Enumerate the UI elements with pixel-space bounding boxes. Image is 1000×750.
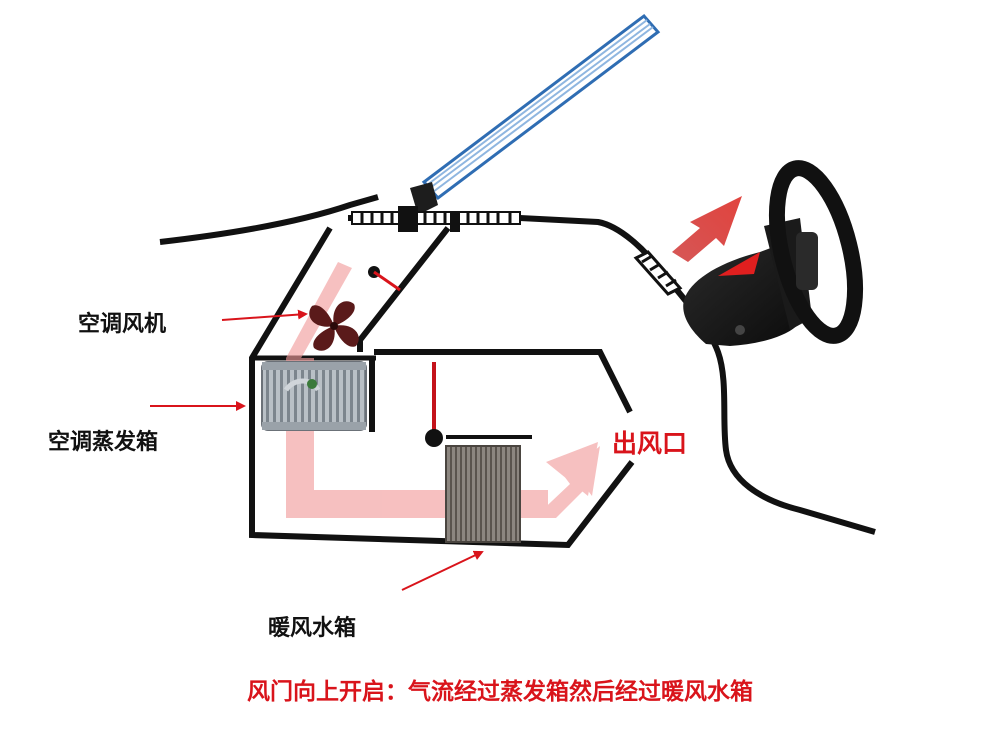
evaporator-label: 空调蒸发箱 [48, 430, 159, 455]
steering-column [683, 160, 864, 346]
outlet-label: 出风口 [612, 429, 688, 458]
dash-vent-grille [633, 250, 683, 296]
blower-fan-icon [309, 301, 359, 351]
hood-line [159, 194, 379, 245]
dashboard-outline [348, 215, 876, 535]
heater-core [445, 445, 521, 543]
hvac-inner-wall [374, 349, 633, 414]
blower-label: 空调风机 [78, 312, 167, 337]
fan-duct-wall [357, 226, 451, 352]
upper-damper [368, 266, 401, 292]
vent-outlet-arrow-icon [672, 196, 742, 262]
callout-arrows [150, 309, 484, 591]
defrost-vent-grille [351, 206, 521, 232]
hvac-housing-outline [249, 226, 635, 549]
evaporator-core [261, 361, 367, 431]
blend-door [425, 362, 532, 447]
diagram-caption: 风门向上开启：气流经过蒸发箱然后经过暖风水箱 [247, 679, 753, 705]
heater-callout-arrow [401, 550, 484, 591]
heater-core-label: 暖风水箱 [268, 616, 357, 641]
blower-callout-arrow [221, 309, 308, 321]
windshield [410, 13, 661, 215]
